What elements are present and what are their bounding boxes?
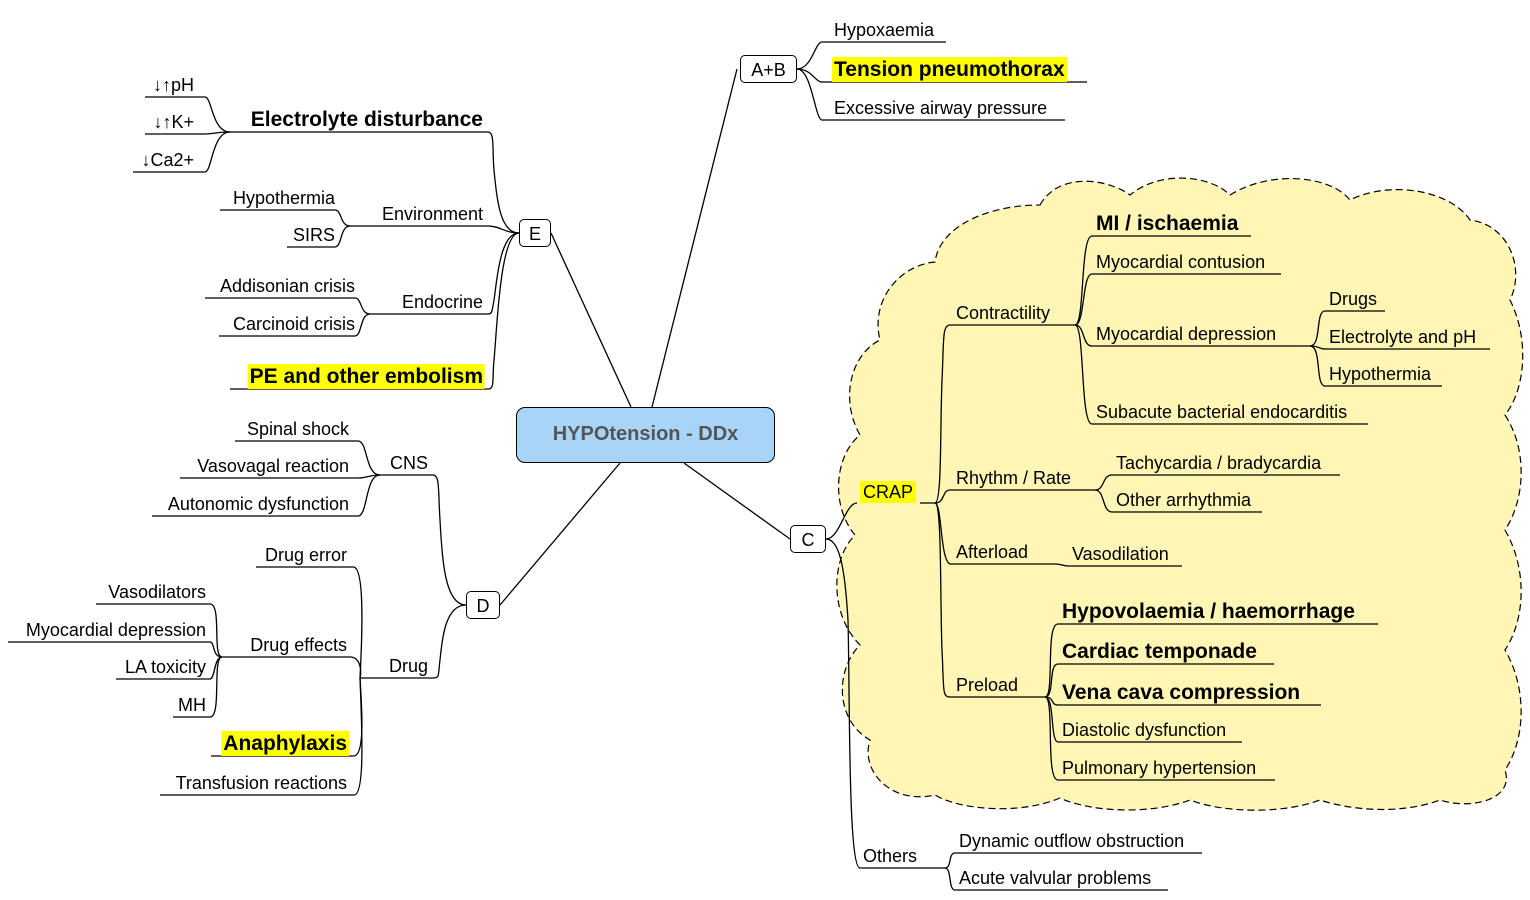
tag-d[interactable]: D xyxy=(466,591,500,619)
c-others-label[interactable]: Others xyxy=(863,846,918,866)
e-endocrine-label[interactable]: Endocrine xyxy=(401,292,483,312)
central-topic[interactable]: HYPOtension - DDx xyxy=(516,407,775,463)
e-env-hypothermia[interactable]: Hypothermia xyxy=(232,188,335,208)
ab-item-hypoxaemia[interactable]: Hypoxaemia xyxy=(834,20,935,40)
c-preload-tamponade[interactable]: Cardiac temponade xyxy=(1062,640,1257,663)
e-endo-carcinoid[interactable]: Carcinoid crisis xyxy=(232,314,355,334)
c-preload-label[interactable]: Preload xyxy=(956,675,1019,695)
d-effects-myocardial-depression[interactable]: Myocardial depression xyxy=(25,620,206,640)
tag-c[interactable]: C xyxy=(790,525,826,553)
c-md-electrolyte-ph[interactable]: Electrolyte and pH xyxy=(1329,327,1477,347)
tag-e[interactable]: E xyxy=(519,219,551,247)
crap-cloud xyxy=(836,177,1524,811)
e-env-sirs[interactable]: SIRS xyxy=(292,225,335,245)
d-transfusion[interactable]: Transfusion reactions xyxy=(175,773,347,793)
c-afterload-label[interactable]: Afterload xyxy=(956,542,1029,562)
c-sbe[interactable]: Subacute bacterial endocarditis xyxy=(1096,402,1348,422)
c-myocardial-contusion[interactable]: Myocardial contusion xyxy=(1096,252,1266,272)
c-preload-diastolic[interactable]: Diastolic dysfunction xyxy=(1062,720,1227,740)
c-md-hypothermia[interactable]: Hypothermia xyxy=(1329,364,1432,384)
d-cns-label[interactable]: CNS xyxy=(389,453,428,473)
e-endo-addisonian[interactable]: Addisonian crisis xyxy=(219,276,355,296)
d-cns-spinal-shock[interactable]: Spinal shock xyxy=(246,419,349,439)
c-rhythm-label[interactable]: Rhythm / Rate xyxy=(956,468,1072,488)
c-others-outflow[interactable]: Dynamic outflow obstruction xyxy=(959,831,1185,851)
tag-ab[interactable]: A+B xyxy=(740,55,797,83)
e-environment-label[interactable]: Environment xyxy=(381,204,483,224)
c-preload-pulmonary-htn[interactable]: Pulmonary hypertension xyxy=(1062,758,1257,778)
e-pe-embolism[interactable]: PE and other embolism xyxy=(247,364,485,389)
c-others-valvular[interactable]: Acute valvular problems xyxy=(959,868,1152,888)
ab-item-airway-pressure[interactable]: Excessive airway pressure xyxy=(834,98,1048,118)
d-drug-error[interactable]: Drug error xyxy=(264,545,347,565)
d-effects-vasodilators[interactable]: Vasodilators xyxy=(108,582,206,602)
c-mi-ischaemia[interactable]: MI / ischaemia xyxy=(1096,212,1239,235)
c-crap-label[interactable]: CRAP xyxy=(860,481,917,503)
c-rhythm-tachy-brady[interactable]: Tachycardia / bradycardia xyxy=(1116,453,1322,473)
e-electrolyte-label[interactable]: Electrolyte disturbance xyxy=(250,108,483,131)
d-effects-mh[interactable]: MH xyxy=(178,695,206,715)
c-rhythm-other[interactable]: Other arrhythmia xyxy=(1116,490,1252,510)
d-effects-la-toxicity[interactable]: LA toxicity xyxy=(124,657,206,677)
d-drug-effects-label[interactable]: Drug effects xyxy=(250,635,347,655)
e-electrolyte-ph[interactable]: ↓↑pH xyxy=(152,75,194,95)
d-drug-label[interactable]: Drug xyxy=(388,656,428,676)
d-cns-vasovagal[interactable]: Vasovagal reaction xyxy=(197,456,349,476)
d-anaphylaxis[interactable]: Anaphylaxis xyxy=(221,731,349,756)
c-md-drugs[interactable]: Drugs xyxy=(1329,289,1378,309)
c-afterload-vasodilation[interactable]: Vasodilation xyxy=(1072,544,1169,564)
e-electrolyte-ca[interactable]: ↓Ca2+ xyxy=(141,150,194,170)
d-cns-autonomic[interactable]: Autonomic dysfunction xyxy=(167,494,349,514)
ab-item-tension-pneumothorax[interactable]: Tension pneumothorax xyxy=(832,57,1067,82)
c-preload-hypovolaemia[interactable]: Hypovolaemia / haemorrhage xyxy=(1062,600,1355,623)
c-myocardial-depression-label[interactable]: Myocardial depression xyxy=(1096,324,1277,344)
e-electrolyte-k[interactable]: ↓↑K+ xyxy=(153,112,194,132)
c-preload-vena-cava[interactable]: Vena cava compression xyxy=(1062,681,1301,704)
c-contractility-label[interactable]: Contractility xyxy=(956,303,1051,323)
